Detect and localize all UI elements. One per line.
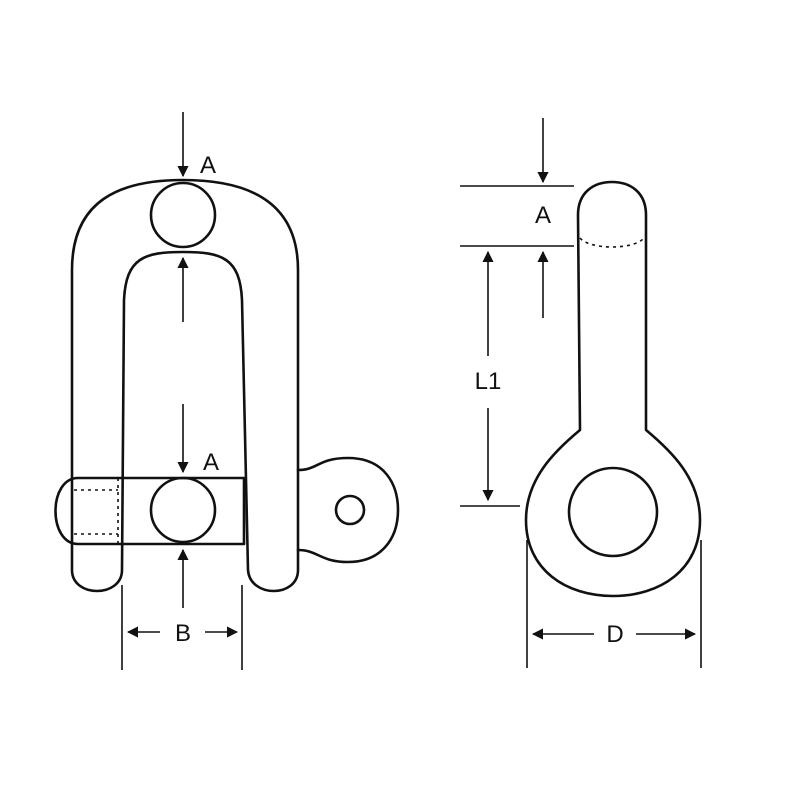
label-l1: L1	[474, 368, 502, 395]
side-body-outline	[524, 180, 702, 598]
side-eye-hole	[567, 466, 659, 558]
label-a-top: A	[199, 152, 217, 179]
shackle-front-view	[54, 112, 400, 670]
top-cross-section	[149, 181, 217, 249]
shackle-side-view	[460, 118, 702, 668]
pin-cross-section	[149, 476, 217, 544]
pin-outline	[54, 476, 246, 546]
side-section-dash	[579, 237, 645, 248]
label-a-side: A	[534, 202, 552, 229]
label-a-pin: A	[202, 449, 220, 476]
label-b: B	[174, 620, 192, 647]
label-d: D	[606, 621, 624, 648]
pin-eye-outline	[296, 456, 400, 564]
pin-eye-hole	[334, 494, 366, 526]
shackle-body-outer	[70, 178, 300, 593]
